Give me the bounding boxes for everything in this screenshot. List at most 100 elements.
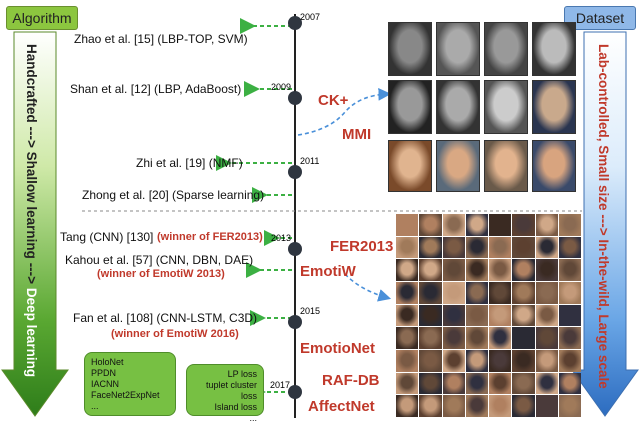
wild-face-image — [419, 282, 442, 304]
wild-face-image — [465, 350, 488, 372]
box-item: Island loss — [214, 402, 257, 412]
box-item: ... — [91, 401, 99, 411]
dataset-ckplus: CK+ — [318, 92, 349, 109]
left-arrow-label: Handcrafted ---> Shallow learning ---> D… — [24, 44, 39, 377]
wild-face-image — [419, 327, 442, 349]
wild-face-image — [396, 282, 419, 304]
wild-face-image — [489, 282, 512, 304]
wild-face-image — [465, 214, 488, 236]
dataset-fer2013: FER2013 — [330, 238, 394, 255]
right-progress-arrow — [571, 31, 639, 417]
wild-face-image — [442, 236, 465, 259]
wild-face-image — [535, 236, 558, 259]
wild-face-image — [419, 304, 442, 327]
wild-face-image — [442, 304, 465, 327]
wild-face-image — [512, 214, 535, 236]
method-fan: Fan et al. [108] (CNN-LSTM, C3D) — [73, 311, 258, 325]
wild-face-image — [465, 259, 488, 281]
algorithm-header: Algorithm — [6, 6, 78, 30]
deep-learning-label: Deep learning — [24, 287, 39, 378]
wild-face-image — [442, 350, 465, 372]
wild-face-image — [442, 214, 465, 236]
face-image — [484, 80, 528, 134]
wild-face-image — [558, 350, 581, 372]
in-the-wild-label: ---> In-the-wild, Large scale — [596, 214, 611, 389]
face-image — [436, 140, 480, 192]
wild-face-mosaic — [396, 214, 582, 418]
left-progress-arrow — [1, 31, 69, 417]
dataset-affectnet: AffectNet — [308, 398, 375, 415]
wild-face-image — [396, 236, 419, 259]
wild-face-image — [419, 372, 442, 395]
box-item: tuplet cluster loss — [205, 380, 257, 401]
wild-face-image — [535, 327, 558, 349]
winner-emotiw-2013: (winner of EmotiW 2013) — [97, 268, 225, 280]
box-item: HoloNet — [91, 357, 124, 367]
winner-fer2013: (winner of FER2013) — [157, 231, 263, 243]
wild-face-image — [512, 327, 535, 349]
wild-face-image — [465, 282, 488, 304]
wild-face-image — [558, 259, 581, 281]
dataset-emotionet: EmotioNet — [300, 340, 375, 357]
wild-face-image — [535, 372, 558, 395]
face-image — [436, 80, 480, 134]
right-arrow-label: Lab-controlled, Small size ---> In-the-w… — [596, 44, 611, 389]
wild-face-image — [512, 236, 535, 259]
wild-face-image — [396, 304, 419, 327]
wild-face-image — [489, 236, 512, 259]
timeline-dot — [288, 385, 302, 399]
wild-face-image — [419, 395, 442, 417]
dataset-mmi: MMI — [342, 126, 372, 143]
wild-face-image — [558, 214, 581, 236]
year-2013: 2013 — [271, 233, 292, 243]
timeline-dot — [288, 16, 302, 30]
wild-face-image — [442, 372, 465, 395]
shallow-learning-label: ---> Shallow learning — [24, 126, 39, 259]
wild-face-image — [512, 259, 535, 281]
dataset-arrow — [297, 87, 392, 136]
wild-face-image — [419, 350, 442, 372]
wild-face-image — [558, 372, 581, 395]
wild-face-image — [535, 214, 558, 236]
wild-face-image — [465, 304, 488, 327]
deep-methods-box: HoloNet PPDN IACNN FaceNet2ExpNet ... — [84, 352, 176, 416]
lab-controlled-label: Lab-controlled, Small size — [596, 44, 611, 211]
wild-face-image — [558, 395, 581, 417]
timeline-dot — [288, 315, 302, 329]
wild-face-image — [512, 395, 535, 417]
method-zhi: Zhi et al. [19] (NMF) — [136, 156, 243, 170]
wild-face-image — [396, 327, 419, 349]
face-image — [388, 80, 432, 134]
wild-face-image — [489, 395, 512, 417]
dataset-rafdb: RAF-DB — [322, 372, 380, 389]
wild-face-image — [535, 282, 558, 304]
wild-face-image — [442, 327, 465, 349]
box-item: ... — [249, 413, 257, 423]
wild-face-image — [396, 350, 419, 372]
winner-emotiw-2016: (winner of EmotiW 2016) — [111, 328, 239, 340]
arrow-label: ---> — [24, 262, 39, 285]
wild-face-image — [558, 327, 581, 349]
face-image — [532, 80, 576, 134]
box-item: FaceNet2ExpNet — [91, 390, 160, 400]
face-image — [436, 22, 480, 76]
box-item: PPDN — [91, 368, 117, 378]
wild-face-image — [396, 372, 419, 395]
wild-face-image — [512, 304, 535, 327]
wild-face-image — [396, 259, 419, 281]
wild-face-image — [489, 304, 512, 327]
face-image — [532, 22, 576, 76]
face-image — [388, 140, 432, 192]
wild-face-image — [558, 236, 581, 259]
wild-face-image — [535, 259, 558, 281]
wild-face-image — [465, 395, 488, 417]
method-shan: Shan et al. [12] (LBP, AdaBoost) — [70, 82, 242, 96]
wild-face-image — [489, 259, 512, 281]
loss-methods-box: LP loss tuplet cluster loss Island loss … — [186, 364, 264, 423]
wild-face-image — [489, 214, 512, 236]
wild-face-image — [489, 327, 512, 349]
wild-face-image — [442, 282, 465, 304]
face-image — [484, 22, 528, 76]
wild-face-image — [465, 327, 488, 349]
